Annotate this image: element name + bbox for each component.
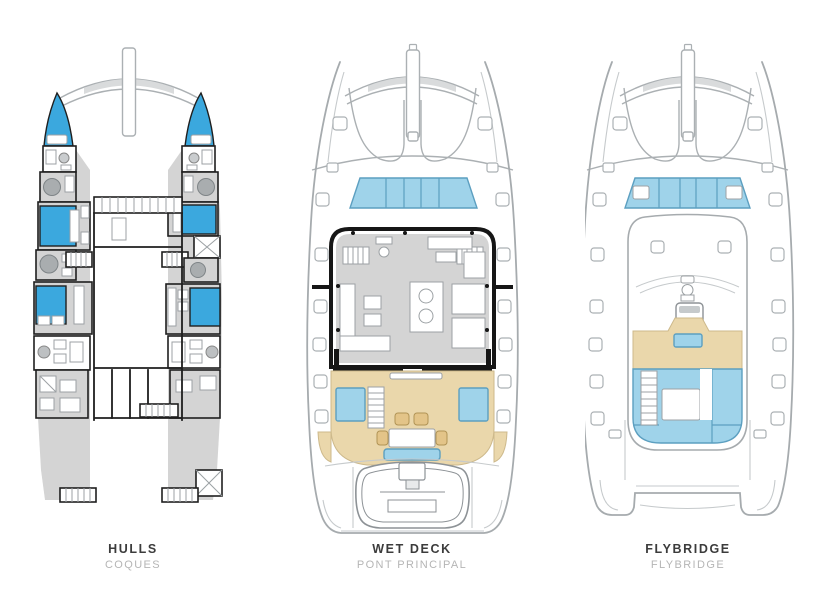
wet-deck-sublabel: PONT PRINCIPAL [356, 559, 468, 571]
central-companionway [93, 196, 183, 421]
door-bar-port [334, 349, 339, 373]
stern-details [599, 420, 776, 511]
starboard-shower-aft [195, 469, 223, 497]
bowsprit-crossbeam [344, 43, 480, 142]
flybridge-label: FLYBRIDGE [645, 542, 731, 556]
transom [322, 458, 503, 532]
port-transom-steps [59, 487, 97, 503]
salon [312, 227, 513, 373]
wet-deck-caption: WET DECK PONT PRINCIPAL [322, 542, 502, 571]
trampoline [311, 71, 514, 171]
cockpit-steps [367, 386, 385, 429]
cockpit-bench-port [335, 387, 366, 422]
flybridge-hatch [673, 333, 703, 348]
door-bar-starboard [486, 349, 491, 373]
mast-pod [680, 275, 695, 302]
starboard-aft-bed [189, 287, 221, 327]
helm-seat [378, 246, 390, 258]
cockpit [317, 370, 508, 466]
flybridge-caption: FLYBRIDGE FLYBRIDGE [598, 542, 778, 571]
salon-stairs-port [342, 246, 370, 265]
wet-deck-outline [306, 61, 519, 534]
mast-crossbeam [59, 47, 199, 137]
deck-hatches [312, 116, 513, 424]
outboard-engine [398, 462, 426, 481]
bowsprit-crossbeam [619, 43, 755, 142]
flybridge-outline [585, 61, 795, 516]
hulls-plan-drawing [23, 47, 235, 505]
cockpit-aft-bench [383, 448, 441, 461]
starboard-shower-stall [193, 235, 221, 259]
cockpit-bench-starboard [458, 387, 489, 422]
wet-deck-plan-drawing [306, 43, 519, 534]
center-steps [139, 403, 179, 418]
dinghy [355, 461, 470, 529]
starboard-hull-cabins [161, 91, 223, 503]
flybridge-sublabel: FLYBRIDGE [650, 559, 726, 571]
hulls-plan [15, 40, 255, 525]
starboard-mid-bed [181, 204, 217, 235]
cockpit-table [388, 428, 436, 448]
flybridge-ladder [640, 370, 658, 426]
galley-island [409, 281, 444, 333]
flybridge-plan-drawing [585, 43, 795, 516]
starboard-transom-steps [161, 487, 199, 503]
flybridge-plan [585, 40, 795, 540]
port-shower [43, 178, 61, 196]
hulls-caption: HULLS COQUES [43, 542, 223, 571]
front-windows [349, 177, 478, 209]
front-windows [624, 177, 751, 209]
lounge-table [661, 388, 701, 421]
deck-hatches [588, 116, 787, 426]
lounge-aisle [700, 369, 712, 420]
starboard-shower [197, 178, 215, 196]
wet-deck-plan [300, 40, 520, 540]
hulls-sublabel: COQUES [104, 559, 162, 571]
wet-deck-label: WET DECK [372, 542, 452, 556]
port-hull-cabins [33, 91, 97, 503]
port-steps [65, 251, 93, 268]
hulls-label: HULLS [108, 542, 158, 556]
flybridge-deck [627, 213, 748, 451]
trampoline [586, 71, 789, 171]
salon-sofa [339, 283, 391, 352]
